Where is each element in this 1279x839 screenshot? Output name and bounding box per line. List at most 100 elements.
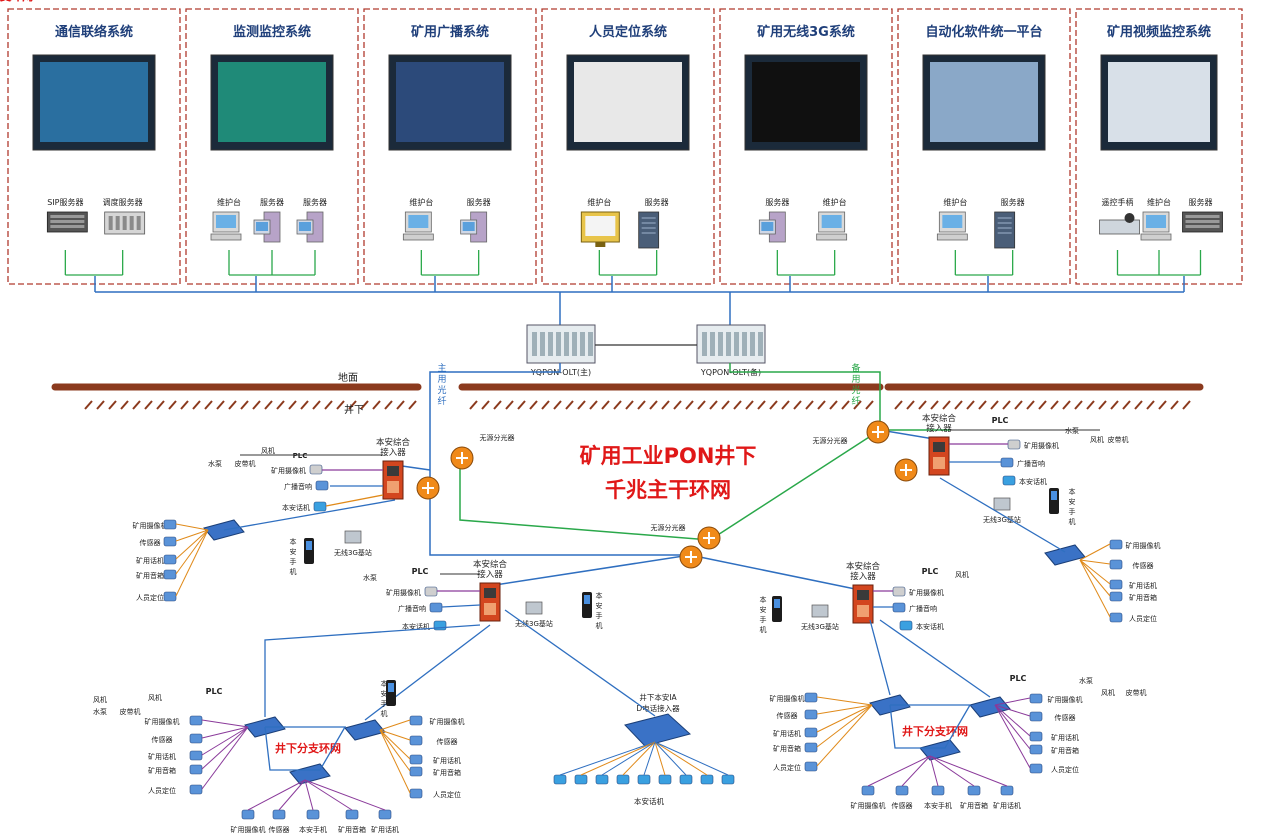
system-screenshot — [388, 54, 512, 151]
device-icon — [409, 735, 423, 746]
olt-card — [702, 332, 707, 356]
hatch — [745, 400, 754, 410]
branch-drop — [816, 704, 873, 767]
branch-ring-left-top: 井下分支环网矿用摄像机传感器矿用话机矿用音箱人员定位 — [0, 0, 396, 602]
device-label: 皮带机 — [1108, 435, 1129, 444]
hatch — [577, 400, 586, 410]
access-node-label: 本安综合 — [922, 413, 957, 424]
device-icon — [1109, 612, 1123, 623]
device-label: 矿用话机 — [1129, 581, 1157, 590]
device-label: 矿用话机 — [993, 801, 1021, 810]
main-ring-links — [394, 363, 950, 591]
handset-label: 本 — [596, 591, 603, 600]
hatch — [132, 400, 141, 410]
access-node-label: 本安综合 — [376, 437, 411, 448]
branch-drop — [379, 729, 411, 772]
device-label: 矿用音箱 — [148, 766, 176, 775]
hatch — [1134, 400, 1143, 410]
hatch — [216, 400, 225, 410]
card — [136, 216, 141, 230]
device-label: 服务器 — [303, 197, 327, 207]
slot — [50, 215, 85, 218]
access-node-4-devices: PLC水泵风机皮带机矿用摄像机广播音响本安话机 — [949, 416, 1129, 486]
access-node-icon — [852, 584, 874, 624]
branch-drop — [994, 697, 1031, 706]
branch-switch-icon — [1044, 544, 1086, 566]
device-icon — [424, 586, 438, 597]
system-panel: 监测监控系统维护台服务器服务器 — [185, 8, 359, 285]
monitor-screen — [1146, 215, 1166, 228]
hatch — [252, 400, 261, 410]
hatch — [1098, 400, 1107, 410]
handset-label: 机 — [381, 709, 388, 718]
system-panel: 自动化软件统一平台维护台服务器 — [897, 8, 1071, 285]
hatch — [481, 400, 490, 410]
device-icon — [1029, 763, 1043, 774]
device-label: 传感器 — [892, 801, 913, 810]
hatch — [192, 400, 201, 410]
fiber-backup-label: 备 — [851, 362, 860, 374]
hatch — [673, 400, 682, 410]
device-icon — [1000, 457, 1014, 468]
monitor-screen — [408, 215, 429, 228]
screenshot-content — [396, 62, 504, 142]
hatch — [168, 400, 177, 410]
device-icon — [409, 788, 423, 799]
device-label: 维护台 — [943, 197, 967, 207]
device-icon — [309, 464, 323, 475]
screen — [462, 222, 475, 231]
device-label: 风机 — [955, 570, 969, 579]
device-label: PLC — [293, 452, 308, 460]
device-icon — [189, 784, 203, 795]
screenshot-content — [930, 62, 1038, 142]
device-label: PLC — [206, 687, 223, 696]
device-label: SIP服务器 — [47, 197, 83, 207]
hatch — [1074, 400, 1083, 410]
hatch — [144, 400, 153, 410]
branch-uplink — [264, 624, 481, 717]
branch-drop — [816, 704, 873, 733]
branch-drop — [201, 726, 249, 739]
handset-label: 安 — [381, 689, 388, 698]
hatch — [637, 400, 646, 410]
olt-main-icon — [526, 324, 596, 364]
workstation-icon — [210, 211, 242, 241]
device-label: 矿用音箱 — [136, 571, 164, 580]
screen — [761, 222, 774, 231]
handset: 本安手机 — [290, 537, 314, 576]
branch-uplink — [869, 619, 891, 696]
monitor-icon — [580, 211, 620, 247]
branch-drop — [247, 779, 306, 811]
arrows — [703, 532, 715, 544]
device-label: 维护台 — [1147, 197, 1171, 207]
handset-label: 本 — [1069, 487, 1076, 496]
device-icon — [1109, 579, 1123, 590]
card — [122, 216, 127, 230]
workstation-icon — [816, 211, 848, 241]
panel-border — [719, 8, 893, 285]
card — [115, 216, 120, 230]
rack-server-icon — [1182, 211, 1223, 233]
branch-drop — [175, 529, 209, 542]
base-station-icon — [344, 530, 362, 544]
hatch — [1182, 400, 1191, 410]
branch-ring-label: 井下分支环网 — [0, 0, 33, 3]
hatch — [553, 400, 562, 410]
arrows — [456, 452, 468, 464]
device-label: 服务器 — [260, 197, 284, 207]
splitter-label: 无源分光器 — [480, 433, 515, 442]
hatch — [1062, 400, 1071, 410]
hatch — [1158, 400, 1167, 410]
device-label: 服务器 — [1189, 197, 1213, 207]
branch-ring-label: 井下分支环网 — [0, 0, 33, 3]
phone-icon — [637, 774, 651, 785]
branch-drop — [816, 704, 873, 715]
hatch — [288, 400, 297, 410]
hatch — [625, 400, 634, 410]
door — [387, 481, 399, 493]
phone-icon — [679, 774, 693, 785]
device-label: 矿用音箱 — [1051, 746, 1079, 755]
panel-devices: 维护台服务器 — [580, 197, 669, 276]
